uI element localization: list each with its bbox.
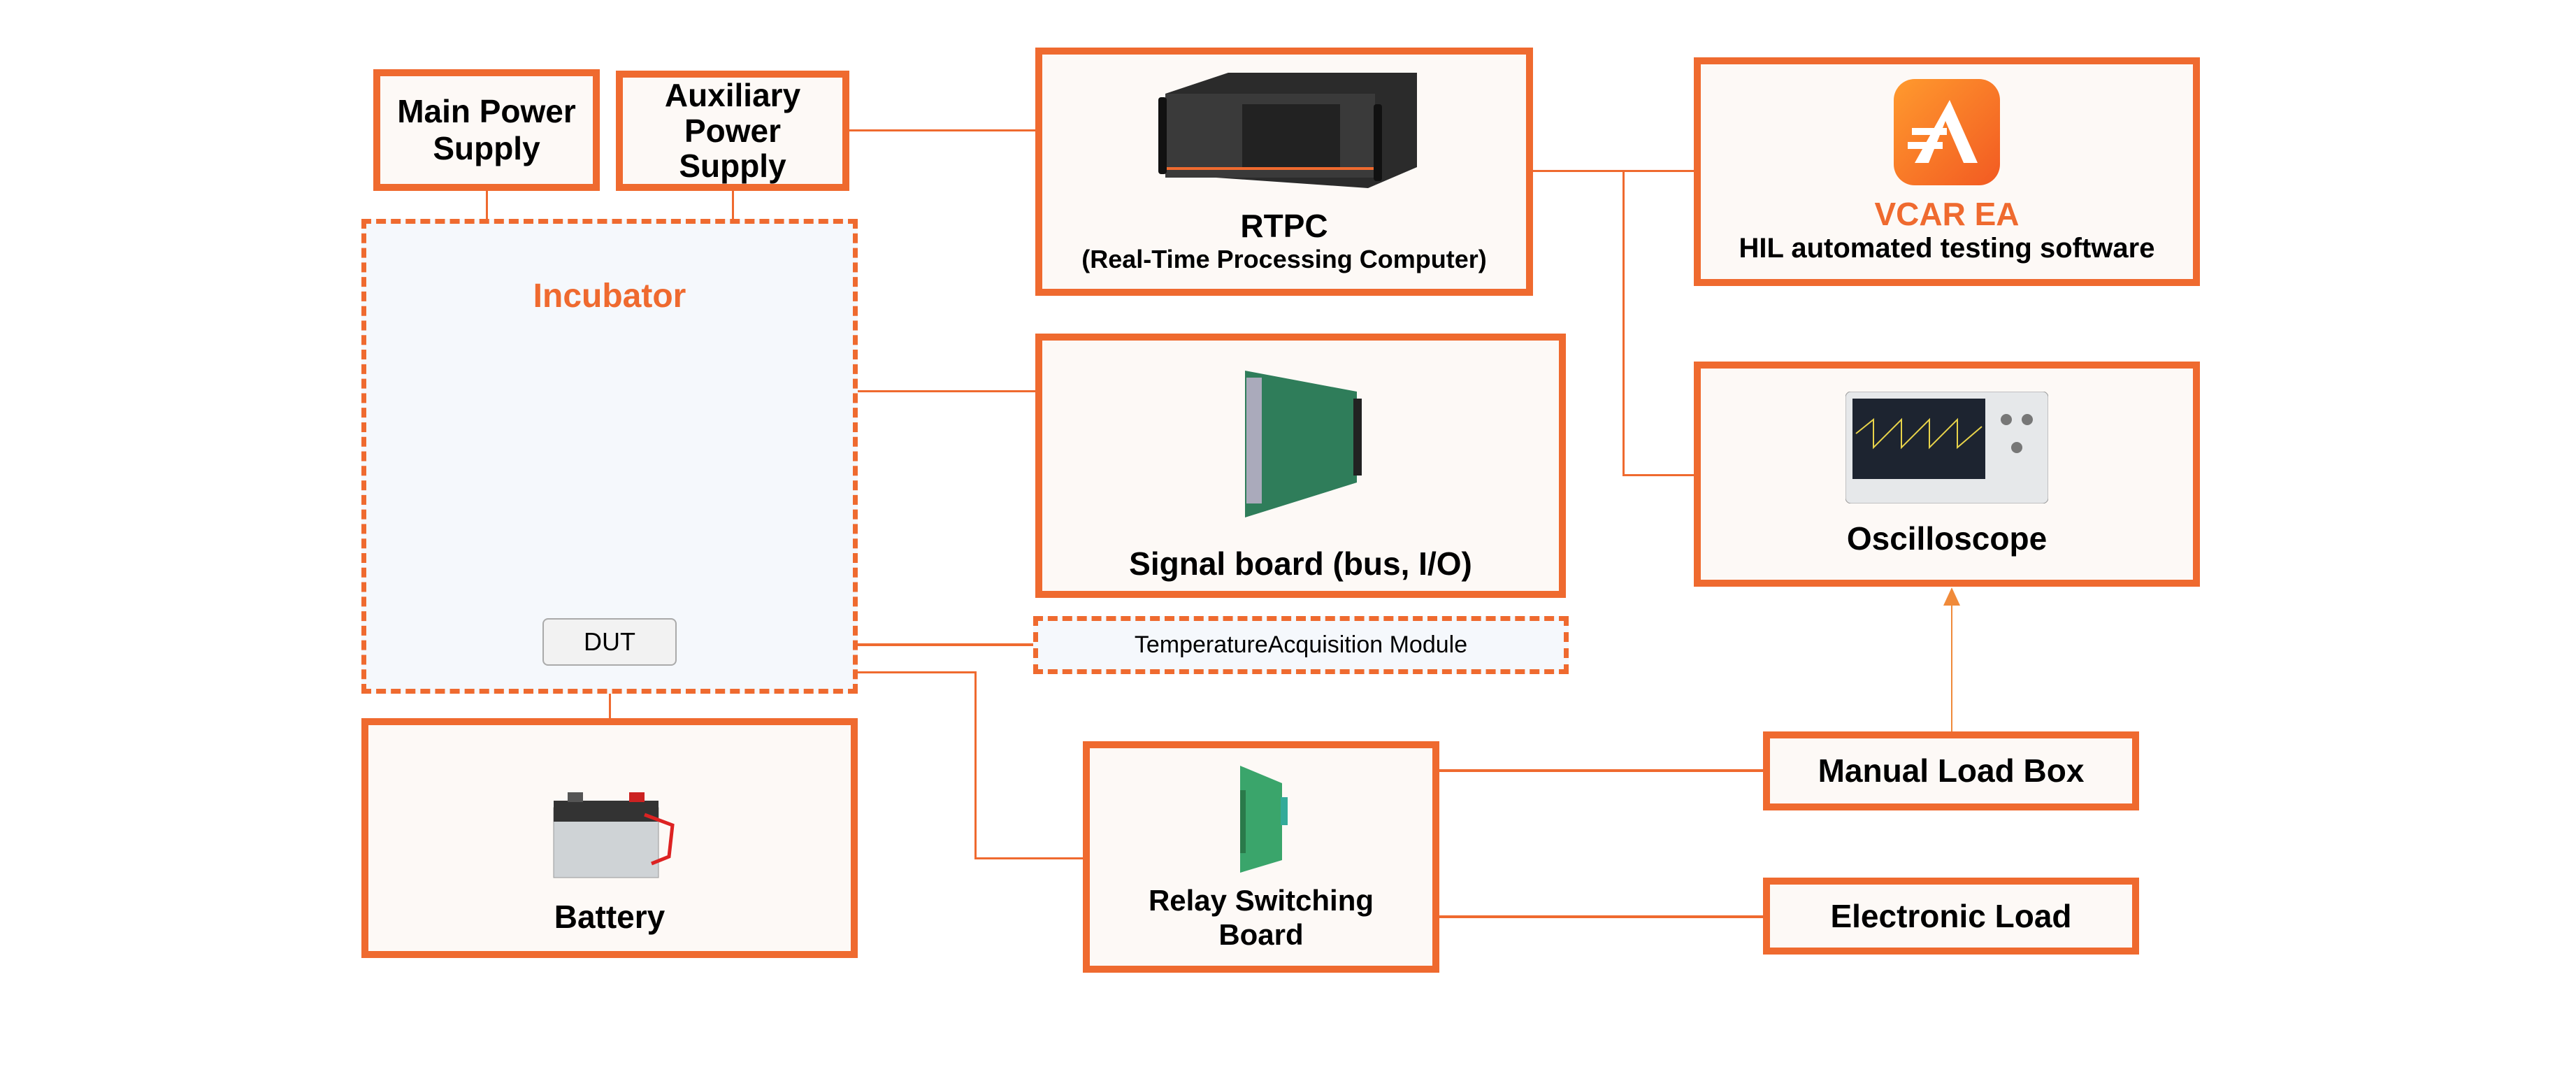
line-incubator-temp [858,643,1033,646]
battery-box: Battery [361,718,858,958]
line-rtpc-osc-vertical [1622,170,1625,476]
vcar-subtitle: HIL automated testing software [1739,233,2155,264]
main-power-supply: Main Power Supply [373,69,600,191]
electronic-load-box: Electronic Load [1763,878,2139,955]
vcar-logo [1894,79,2000,185]
rack-computer-image [1158,73,1417,189]
rtpc-box: RTPC (Real-Time Processing Computer) [1035,48,1533,296]
line-incubator-signal [858,390,1035,392]
vcar-title: VCAR EA [1874,196,2020,232]
oscilloscope-image [1845,391,2048,503]
aux-power-label: Auxiliary Power Supply [664,77,801,185]
battery-label: Battery [554,899,665,936]
line-main-power-incubator [486,191,488,219]
line-aux-rtpc [849,129,1035,131]
line-aux-power-incubator [732,191,734,219]
manual-load-box: Manual Load Box [1763,731,2139,810]
electronic-load-label: Electronic Load [1830,897,2072,934]
line-incubator-battery [609,694,611,718]
line-incubator-relay-h1 [858,671,977,673]
line-incubator-relay-v [974,671,977,859]
relay-label: Relay Switching Board [1148,884,1374,951]
line-relay-manual-load [1439,769,1763,772]
temperature-acquisition-module: TemperatureAcquisition Module [1033,616,1569,674]
aux-power-supply: Auxiliary Power Supply [616,71,849,191]
oscilloscope-label: Oscilloscope [1846,520,2048,557]
line-manual-load-osc [1951,603,1952,731]
line-relay-electronic-load [1439,915,1763,918]
line-rtpc-vcar [1533,170,1694,172]
main-power-label: Main Power Supply [397,93,576,166]
relay-switching-board-box: Relay Switching Board [1083,741,1439,973]
line-rtpc-osc-horizontal [1622,474,1694,476]
line-incubator-relay-h2 [974,857,1083,859]
battery-image [553,792,675,878]
signal-board-box: Signal board (bus, I/O) [1035,334,1566,598]
temp-module-label: TemperatureAcquisition Module [1134,631,1468,658]
relay-board-image [1240,766,1288,873]
oscilloscope-box: Oscilloscope [1694,362,2200,587]
rtpc-title: RTPC [1240,208,1328,245]
incubator-label: Incubator [533,278,686,315]
vcar-ea-box: VCAR EA HIL automated testing software [1694,57,2200,286]
dut-box: DUT [542,618,677,666]
incubator: Incubator DUT [361,219,858,694]
rtpc-subtitle: (Real-Time Processing Computer) [1081,244,1487,273]
signal-board-image [1244,370,1362,517]
manual-load-label: Manual Load Box [1818,752,2085,789]
signal-board-label: Signal board (bus, I/O) [1129,545,1472,582]
